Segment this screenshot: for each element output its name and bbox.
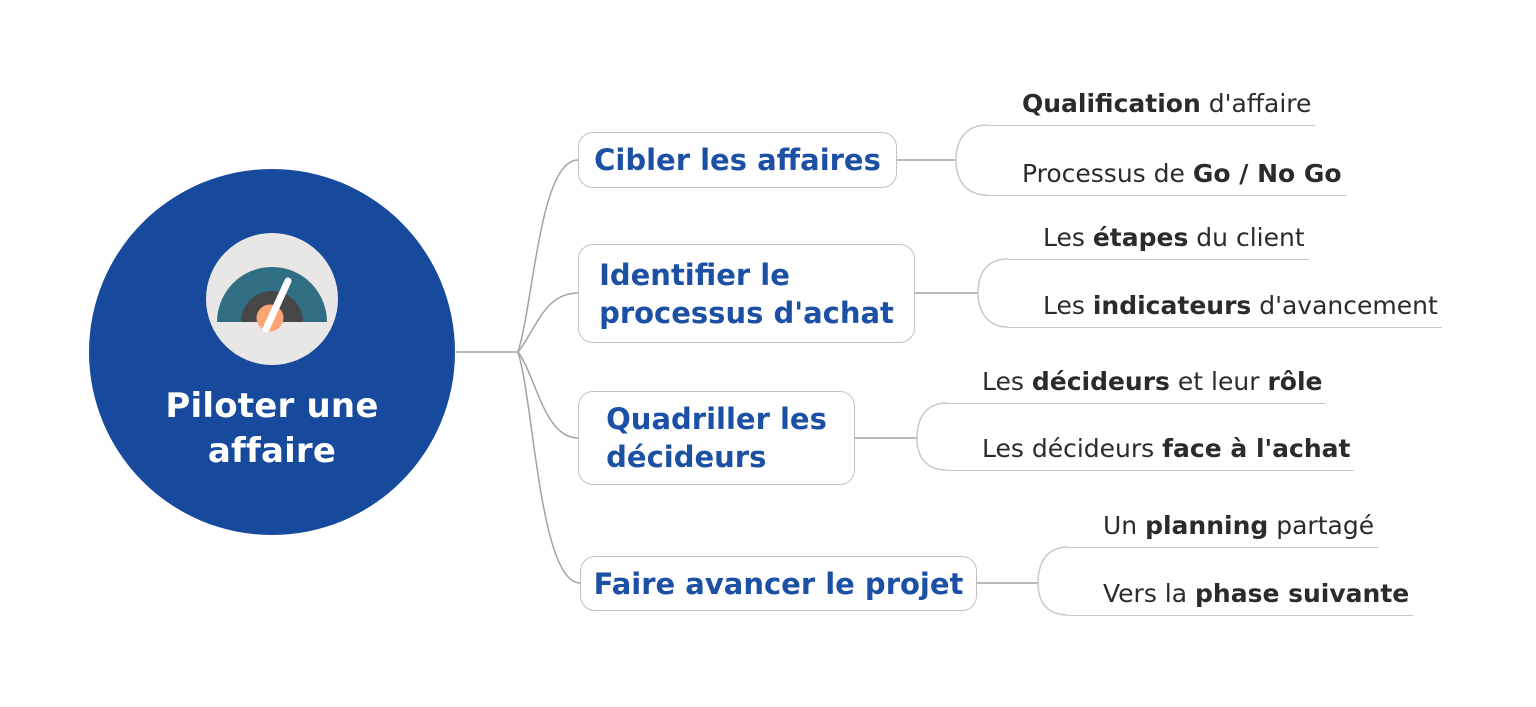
root-topic-label: Piloter une affaire [89, 384, 455, 474]
gauge-icon [206, 233, 338, 365]
branch-node-quadriller-les-decideurs[interactable]: Quadriller les décideurs [578, 391, 855, 485]
root-label-line-1: Piloter une [165, 386, 379, 426]
branch-curve-2 [517, 292, 579, 353]
branch-label-line: décideurs [606, 440, 767, 474]
leaf-bracket-3 [916, 402, 948, 471]
branch-node-label: Cibler les affaires [594, 141, 881, 179]
leaf-bracket-1 [955, 124, 988, 196]
leaf-topic-qualification-affaire[interactable]: Qualification d'affaire [987, 88, 1316, 126]
branch-curve-4 [517, 351, 581, 584]
branch-node-faire-avancer-le-projet[interactable]: Faire avancer le projet [580, 556, 977, 611]
branch-label-line: Faire avancer le projet [593, 566, 964, 601]
branch-node-cibler-les-affaires[interactable]: Cibler les affaires [578, 132, 897, 188]
branch-node-label: Quadriller les décideurs [606, 400, 827, 476]
leaf-bracket-4 [1037, 546, 1069, 616]
leaf-bracket-2 [977, 258, 1009, 328]
leaf-topic-decideurs-et-leur-role[interactable]: Les décideurs et leur rôle [947, 366, 1327, 404]
root-label-line-2: affaire [207, 431, 337, 471]
branch-label-line: Cibler les affaires [594, 143, 881, 177]
branch-curve-3 [517, 351, 579, 439]
gauge-needle [262, 277, 292, 333]
branch-node-identifier-processus-achat[interactable]: Identifier le processus d'achat [578, 244, 915, 343]
branch-curve-1 [517, 159, 579, 353]
leaf-topic-planning-partage[interactable]: Un planning partagé [1068, 510, 1379, 548]
branch-label-line: Identifier le [599, 257, 790, 292]
leaf-topic-processus-go-no-go[interactable]: Processus de Go / No Go [987, 158, 1346, 196]
branch-label-line: processus d'achat [599, 295, 894, 330]
leaf-topic-etapes-du-client[interactable]: Les étapes du client [1008, 222, 1309, 260]
branch-node-label: Faire avancer le projet [594, 565, 964, 603]
leaf-topic-phase-suivante[interactable]: Vers la phase suivante [1068, 578, 1414, 616]
branch-node-label: Identifier le processus d'achat [599, 256, 894, 332]
leaf-topic-indicateurs-avancement[interactable]: Les indicateurs d'avancement [1008, 290, 1442, 328]
leaf-topic-decideurs-face-achat[interactable]: Les décideurs face à l'achat [947, 433, 1355, 471]
branch-label-line: Quadriller les [606, 402, 827, 436]
